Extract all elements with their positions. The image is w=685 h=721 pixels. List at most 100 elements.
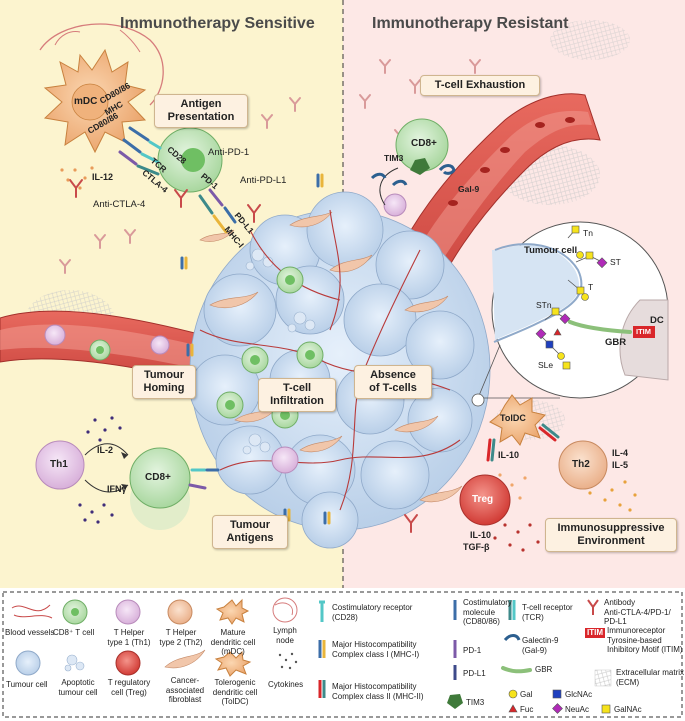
- legend-tumour-cell: Tumour cell: [6, 680, 48, 689]
- legend-line: T regulatory: [107, 678, 151, 687]
- il12-label: IL-12: [92, 172, 114, 182]
- legend-neuac: NeuAc: [565, 705, 590, 714]
- legend-line: Complex class I (MHC-I): [332, 649, 420, 659]
- legend-line: (mDC): [221, 647, 245, 656]
- legend-line: PD-L1: [604, 617, 627, 626]
- legend-line: Inhibitory Motif (ITIM): [607, 645, 683, 654]
- treg-label: Treg: [472, 494, 494, 505]
- legend-line: tumour cell: [58, 687, 98, 697]
- th1-cell: [35, 440, 85, 490]
- legend-glcnac: GlcNAc: [565, 690, 593, 699]
- legend-line: Extracellular matrix: [616, 668, 685, 677]
- legend-line: T Helper: [165, 628, 197, 637]
- tim3-label: TIM3: [384, 153, 404, 163]
- legend-mhc2: Major Histocompatibility Complex class I…: [332, 682, 424, 701]
- th2-cell: [558, 440, 608, 490]
- legend-line: dendritic cell: [210, 637, 256, 647]
- lymph-node: [39, 23, 164, 106]
- legend-mdc: Mature dendritic cell (mDC): [207, 628, 259, 657]
- itim-zoom-label: ITIM: [636, 327, 651, 336]
- cd8-cell-nucleus: [181, 148, 205, 172]
- legend-line: T Helper: [113, 628, 145, 637]
- legend-line: Antibody: [604, 598, 636, 607]
- legend-line: (TCR): [522, 612, 544, 622]
- legend-line: Complex class II (MHC-II): [332, 691, 424, 701]
- il2-arrow: [84, 443, 129, 456]
- box-line: Infiltration: [270, 395, 324, 407]
- legend-line: Tolerogenic: [214, 678, 256, 687]
- th1-label: Th1: [50, 459, 68, 470]
- dc-zoom-label: DC: [650, 315, 664, 326]
- legend-th1: T Helper type 1 (Th1): [105, 628, 153, 647]
- cell-nuclei: [96, 275, 315, 420]
- glycan-sle-label: SLe: [538, 360, 554, 370]
- gal9-glyph: [370, 172, 387, 180]
- ecm-mesh: [550, 20, 630, 60]
- legend-antibody: Antibody Anti-CTLA-4/PD-1/ PD-L1: [604, 598, 671, 627]
- legend-cytokines: Cytokines: [268, 680, 304, 689]
- legend-tcr: T-cell receptor (TCR): [522, 603, 573, 622]
- mdc-nucleus: [71, 83, 109, 121]
- infiltrating-th-cells: [44, 193, 407, 474]
- legend-treg: T regulatory cell (Treg): [103, 678, 155, 697]
- zoom-origin: [471, 393, 485, 407]
- legend-blood-vessels: Blood vessels: [5, 628, 55, 637]
- infiltrating-cd8-cells: [89, 266, 324, 429]
- arrowhead: [121, 452, 128, 459]
- box-t-cell-infiltration: T-cell Infiltration: [258, 378, 336, 412]
- mdc-label: mDC: [74, 96, 98, 107]
- legend-itim: Immunoreceptor Tyrosine-based Inhibitory…: [607, 626, 683, 655]
- legend-lymph-node: Lymph node: [268, 626, 302, 645]
- box-t-cell-exhaustion: T-cell Exhaustion: [420, 75, 540, 96]
- legend-line: Anti-CTLA-4/PD-1/: [604, 607, 671, 617]
- box-line: Tumour: [143, 369, 185, 381]
- zoom-connector: [477, 344, 501, 399]
- legend-toldc: Tolerogenic dendritic cell (TolDC): [207, 678, 263, 707]
- gal9-molecule: [438, 164, 456, 175]
- legend-costim-receptor: Costimulatory receptor (CD28): [332, 603, 412, 622]
- legend-line: fibroblast: [168, 695, 202, 704]
- box-antigen-presentation: Antigen Presentation: [154, 94, 248, 128]
- legend-line: Costimulatory receptor: [332, 603, 413, 612]
- legend-line: Lymph: [273, 626, 297, 635]
- box-line: Immunosuppressive: [557, 522, 665, 534]
- cd8-bottom-receptors: [188, 468, 220, 490]
- cancer-associated-fibroblasts: [199, 211, 463, 503]
- legend-line: molecule: [463, 607, 496, 617]
- legend-ecm: Extracellular matrix (ECM): [616, 668, 684, 687]
- legend-line: Costimulatory: [463, 598, 512, 607]
- zoom-tumour-membrane: [493, 243, 583, 343]
- gbr-receptor: [568, 320, 632, 334]
- glycan-st-label: ST: [610, 257, 621, 267]
- legend-line: T-cell receptor: [522, 603, 573, 612]
- il4-label: IL-4: [612, 448, 629, 458]
- box-line: Tumour: [229, 519, 271, 531]
- legend-line: (Gal-9): [522, 645, 547, 655]
- glycan-tn-label: Tn: [583, 228, 593, 238]
- resistant-panel-title: Immunotherapy Resistant: [372, 15, 569, 32]
- toldc-cell: [489, 394, 546, 446]
- legend-line: (CD28): [332, 612, 358, 622]
- cd8-top-label: CD8+: [411, 138, 437, 149]
- box-line: Presentation: [167, 111, 235, 123]
- legend-line: type 2 (Th2): [159, 637, 203, 647]
- legend-line: Cancer-: [170, 676, 200, 685]
- glycan-t-label: T: [588, 282, 594, 292]
- tumour-mass: [189, 191, 491, 549]
- il10-toldc-label: IL-10: [498, 450, 520, 460]
- legend-line: (ECM): [616, 677, 640, 687]
- glycan-stn-label: STn: [536, 300, 552, 310]
- tim3-gal9-arrow: [379, 167, 399, 206]
- legend-apoptotic: Apoptotic tumour cell: [50, 678, 106, 697]
- legend-line: (CD80/86): [463, 617, 500, 626]
- legend-tim3: TIM3: [466, 698, 485, 707]
- legend-line: type 1 (Th1): [107, 637, 151, 647]
- tumour-cell-zoom-label: Tumour cell: [524, 245, 578, 256]
- box-line: Absence: [370, 369, 416, 381]
- box-line: Antigen: [180, 98, 222, 110]
- legend-line: Major Histocompatibility: [332, 682, 417, 691]
- legend-fuc: Fuc: [520, 705, 534, 714]
- legend-mhc1: Major Histocompatibility Complex class I…: [332, 640, 419, 659]
- legend-gal: Gal: [520, 690, 533, 699]
